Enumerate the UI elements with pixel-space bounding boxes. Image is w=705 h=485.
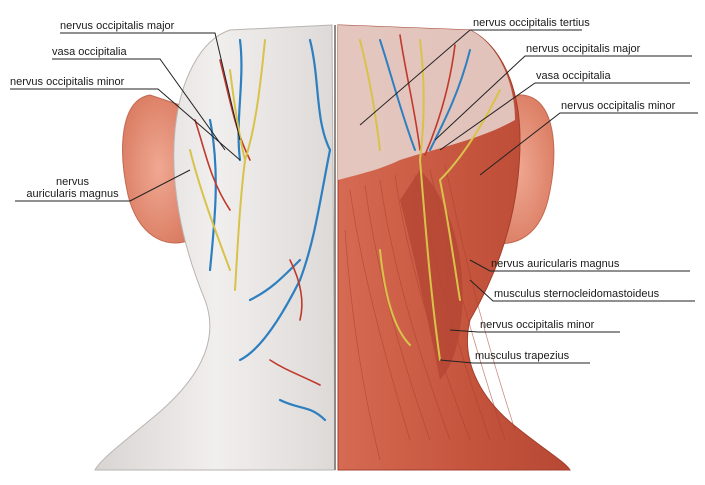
label-left-nervus-auricularis-magnus-line1: nervus	[55, 176, 90, 188]
label-right-vasa-occipitalia: vasa occipitalia	[536, 70, 611, 82]
label-right-musculus-sternocleidomastoideus: musculus sternocleidomastoideus	[494, 288, 660, 300]
left-neck-fascia	[94, 24, 336, 471]
label-right-nervus-occipitalis-minor-lower: nervus occipitalis minor	[480, 319, 595, 331]
label-right-nervus-auricularis-magnus: nervus auricularis magnus	[491, 258, 620, 270]
label-right-nervus-occipitalis-tertius: nervus occipitalis tertius	[473, 17, 590, 29]
label-left-nervus-occipitalis-major: nervus occipitalis major	[60, 20, 175, 32]
label-right-nervus-occipitalis-major: nervus occipitalis major	[526, 43, 641, 55]
label-left-vasa-occipitalia: vasa occipitalia	[52, 46, 127, 58]
label-left-nervus-auricularis-magnus-line2: auricularis magnus	[26, 188, 119, 200]
label-left-nervus-occipitalis-minor: nervus occipitalis minor	[10, 76, 125, 88]
label-right-nervus-occipitalis-minor: nervus occipitalis minor	[561, 100, 676, 112]
label-right-musculus-trapezius: musculus trapezius	[475, 350, 570, 362]
